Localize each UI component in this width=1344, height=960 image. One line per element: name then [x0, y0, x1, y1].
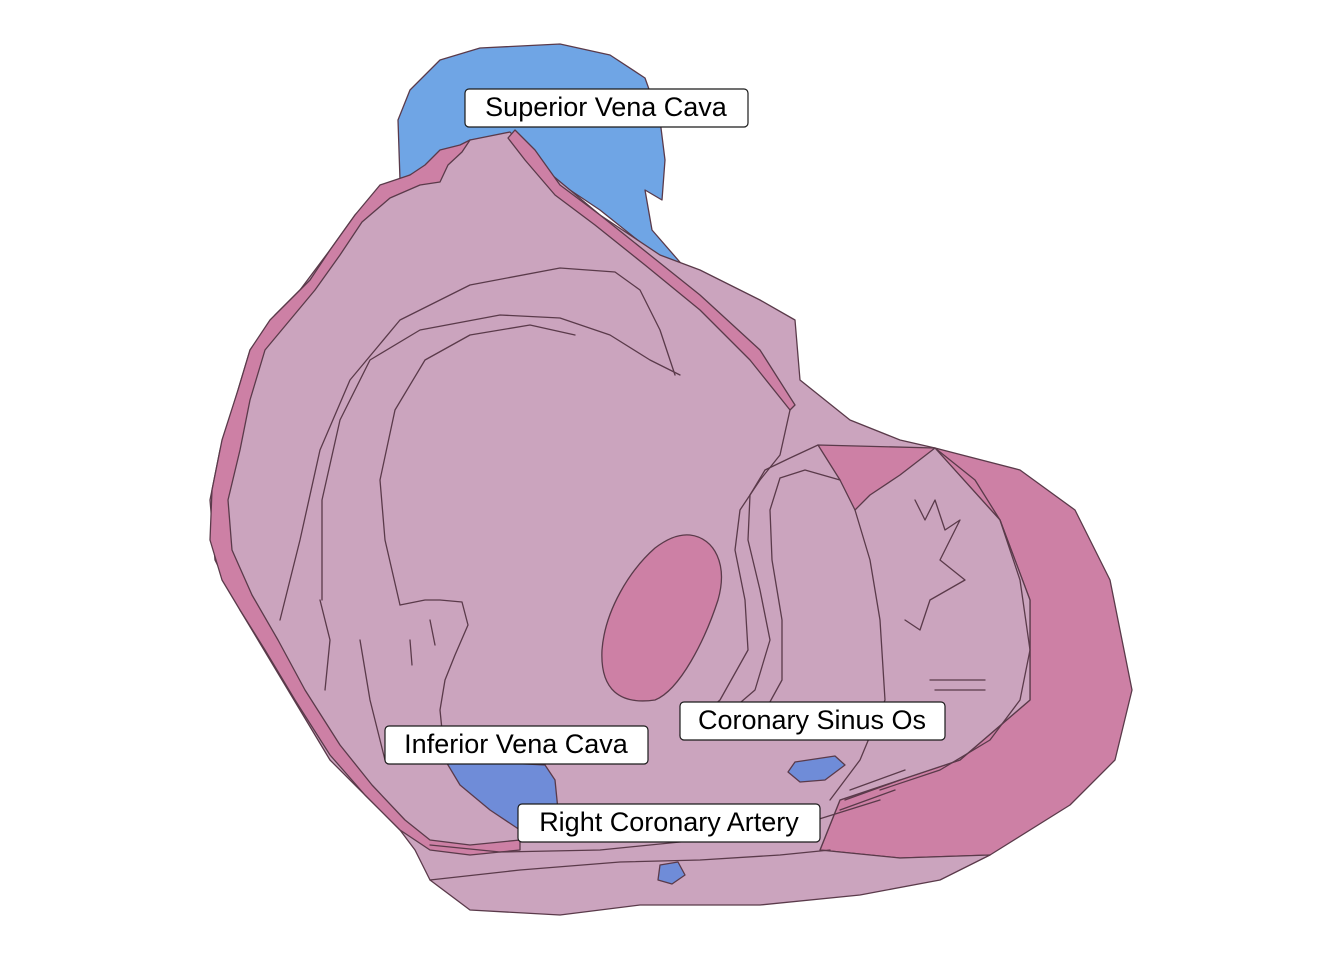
label-coronary-sinus-os: Coronary Sinus Os [679, 701, 946, 741]
label-coronary-sinus-os-text: Coronary Sinus Os [698, 705, 926, 735]
septal-contour-2 [719, 444, 819, 721]
coronary-sinus-os-region [787, 755, 846, 783]
inner-contour-1 [279, 267, 676, 621]
septal-contour-3 [759, 469, 841, 721]
label-superior-vena-cava-box [464, 88, 749, 128]
label-right-coronary-artery-box [517, 803, 821, 843]
fossa-rim [399, 599, 469, 761]
trabeculae-2 [839, 679, 986, 811]
label-superior-vena-cava: Superior Vena Cava [464, 88, 749, 128]
right-coronary-artery-region [657, 861, 686, 885]
label-inferior-vena-cava-text: Inferior Vena Cava [404, 729, 629, 759]
label-coronary-sinus-os-box [679, 701, 946, 741]
right-contour [829, 509, 886, 801]
left-muscle-rim [209, 139, 521, 856]
trabeculae-left [319, 599, 436, 761]
label-inferior-vena-cava: Inferior Vena Cava [384, 725, 649, 765]
fossa-ovalis [601, 534, 722, 702]
label-inferior-vena-cava-box [384, 725, 649, 765]
inner-contour-3 [379, 324, 576, 606]
bottom-contour [429, 849, 831, 881]
far-right-contour [879, 447, 1031, 791]
inner-contour-2 [321, 314, 681, 601]
septal-contour [679, 409, 791, 736]
label-right-coronary-artery: Right Coronary Artery [517, 803, 821, 843]
label-superior-vena-cava-text: Superior Vena Cava [485, 92, 728, 122]
trabeculae-1 [904, 499, 966, 631]
label-right-coronary-artery-text: Right Coronary Artery [539, 807, 799, 837]
